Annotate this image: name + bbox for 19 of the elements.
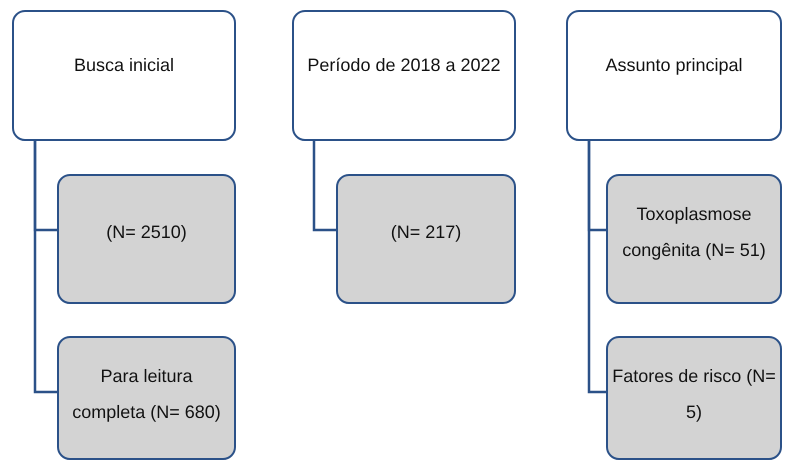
process-box [57, 174, 236, 304]
box-label: (N= 2510) [106, 221, 187, 244]
box-label: Toxoplasmose congênita (N= 51) [621, 203, 767, 262]
box-label: Assunto principal [605, 54, 743, 77]
process-box [606, 336, 782, 460]
process-box [57, 336, 236, 460]
box-label: (N= 217) [390, 221, 462, 244]
process-box [336, 174, 516, 304]
connector-line [588, 141, 606, 394]
box-label: Para leitura completa (N= 680) [71, 365, 222, 424]
connector-line [312, 141, 336, 232]
process-box [566, 10, 782, 141]
process-box [292, 10, 516, 141]
process-box [606, 174, 782, 304]
box-label: Fatores de risco (N= 5) [612, 365, 776, 424]
box-label: Busca inicial [74, 54, 174, 77]
process-box [12, 10, 236, 141]
box-label: Período de 2018 a 2022 [307, 54, 501, 77]
connector-line [34, 141, 57, 394]
